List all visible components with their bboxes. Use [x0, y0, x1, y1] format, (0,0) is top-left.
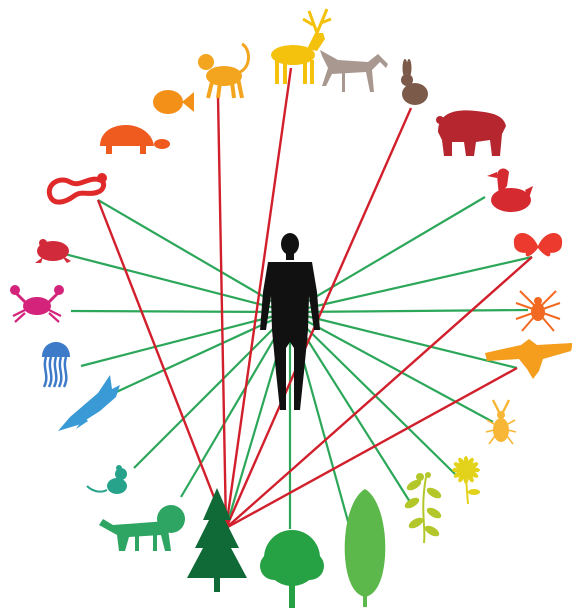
link-human-butterfly [290, 257, 532, 312]
coyote-icon [320, 50, 388, 92]
crab-icon [10, 285, 64, 322]
tortoise-icon [100, 125, 170, 154]
link-human-frog [53, 251, 290, 312]
snake-icon [49, 173, 107, 202]
bear-icon [436, 110, 506, 156]
cypress-tree-icon [345, 489, 386, 607]
lion-icon [99, 505, 185, 551]
link-human-snake [98, 200, 290, 312]
duck-icon [487, 169, 533, 212]
link-human-jellyfish [81, 312, 290, 366]
flower-icon [452, 456, 480, 504]
link-human-duck [290, 197, 485, 312]
link-human-eagle [290, 312, 517, 368]
butterfly-icon [514, 233, 562, 256]
rabbit-icon [401, 59, 428, 105]
rodent-icon [87, 465, 127, 494]
deer-icon [271, 9, 331, 84]
herb-icon [403, 472, 443, 543]
beetle-icon [486, 400, 516, 444]
fish-icon [153, 90, 194, 114]
eagle-icon [485, 339, 572, 379]
round-tree-icon [260, 530, 324, 608]
link-human-spider [290, 310, 528, 312]
monkey-icon [198, 44, 249, 98]
shark-icon [58, 375, 120, 431]
jellyfish-icon [42, 342, 70, 387]
frog-icon [35, 239, 71, 263]
link-human-beetle [290, 312, 493, 422]
